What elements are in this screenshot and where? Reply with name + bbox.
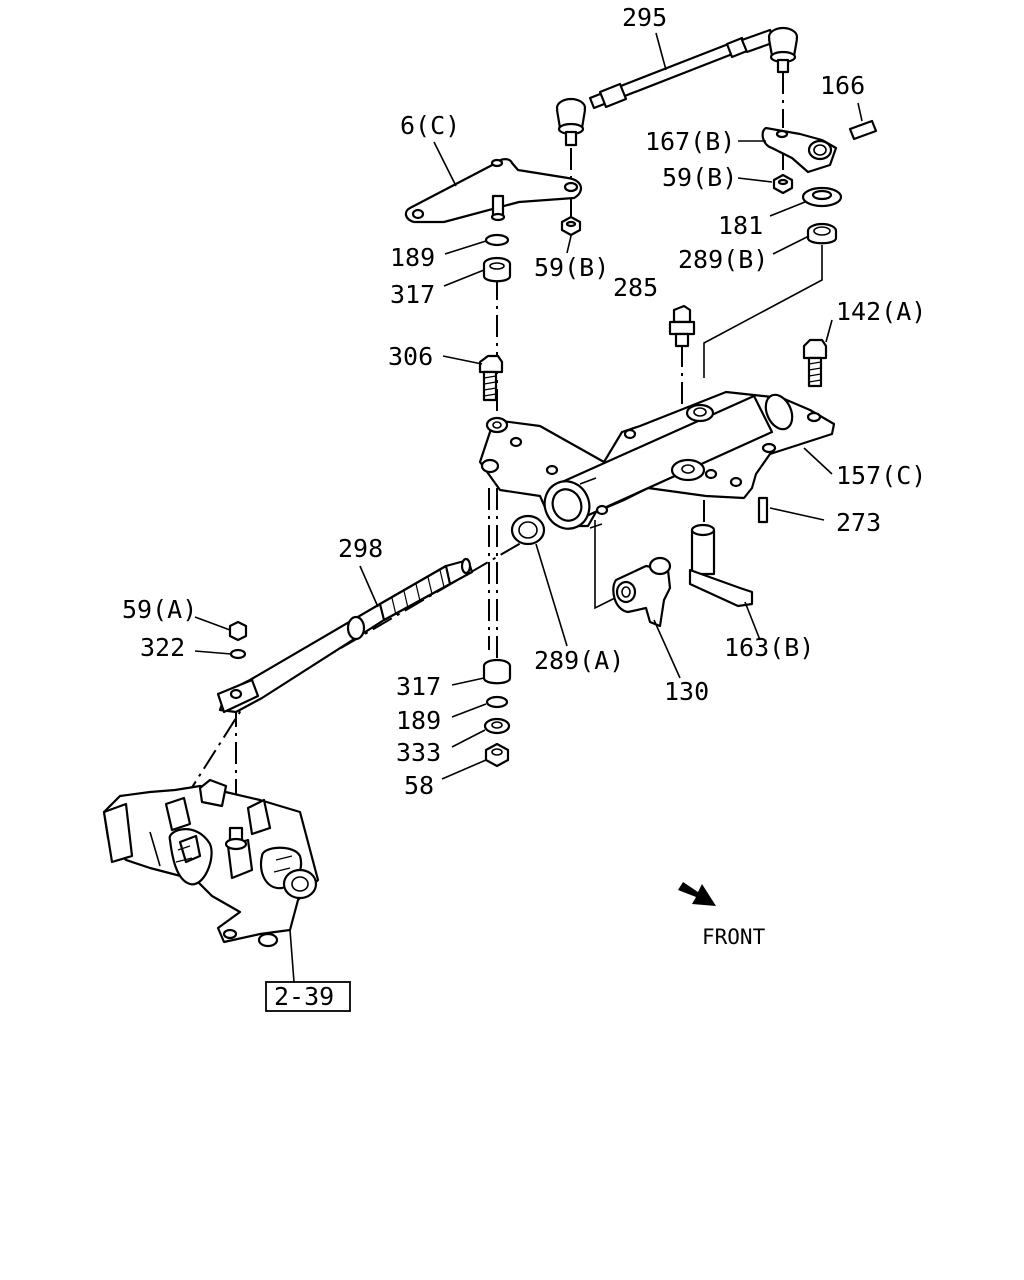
callout-59b-left: 59(B) [534, 253, 609, 282]
callout-189-top: 189 [390, 243, 435, 272]
callout-295: 295 [622, 3, 667, 32]
part-157c-housing [478, 390, 836, 530]
front-label: FRONT [702, 925, 766, 949]
valve-assembly [102, 778, 320, 948]
leader-lines [194, 32, 863, 983]
small-parts-top [478, 215, 828, 402]
callout-6c: 6(C) [400, 111, 460, 140]
callout-166: 166 [820, 71, 865, 100]
part-167b-bracket [703, 119, 878, 378]
small-parts-bottom [482, 658, 512, 768]
callout-58: 58 [404, 771, 434, 800]
reference-box[interactable]: 2-39 [265, 981, 351, 1012]
callout-142a: 142(A) [836, 297, 926, 326]
callout-181: 181 [718, 211, 763, 240]
part-295-control-rod [555, 26, 799, 147]
callout-59a: 59(A) [122, 595, 197, 624]
callout-130: 130 [664, 677, 709, 706]
callout-157c: 157(C) [836, 461, 926, 490]
part-163b-arm [688, 523, 754, 608]
callout-189-bottom: 189 [396, 706, 441, 735]
arrow-right-down-icon [678, 882, 716, 906]
callout-289b: 289(B) [678, 245, 768, 274]
callout-317-bottom: 317 [396, 672, 441, 701]
callout-273: 273 [836, 508, 881, 537]
callout-285: 285 [613, 273, 658, 302]
part-298-shaft [216, 557, 474, 714]
callout-289a: 289(A) [534, 646, 624, 675]
front-indicator: FRONT [678, 882, 766, 949]
callout-167b: 167(B) [645, 127, 735, 156]
callout-59b-right: 59(B) [662, 163, 737, 192]
part-289a-seal [510, 514, 546, 546]
part-130-shift-block [612, 556, 672, 628]
callout-333: 333 [396, 738, 441, 767]
callout-306: 306 [388, 342, 433, 371]
callout-labels: 295 166 6(C) 167(B) 59(B) 181 289(B) 189… [122, 3, 926, 800]
callout-322: 322 [140, 633, 185, 662]
part-6c-lever [404, 158, 582, 224]
callout-298: 298 [338, 534, 383, 563]
callout-163b: 163(B) [724, 633, 814, 662]
reference-box-label: 2-39 [274, 982, 334, 1011]
callout-317-top: 317 [390, 280, 435, 309]
